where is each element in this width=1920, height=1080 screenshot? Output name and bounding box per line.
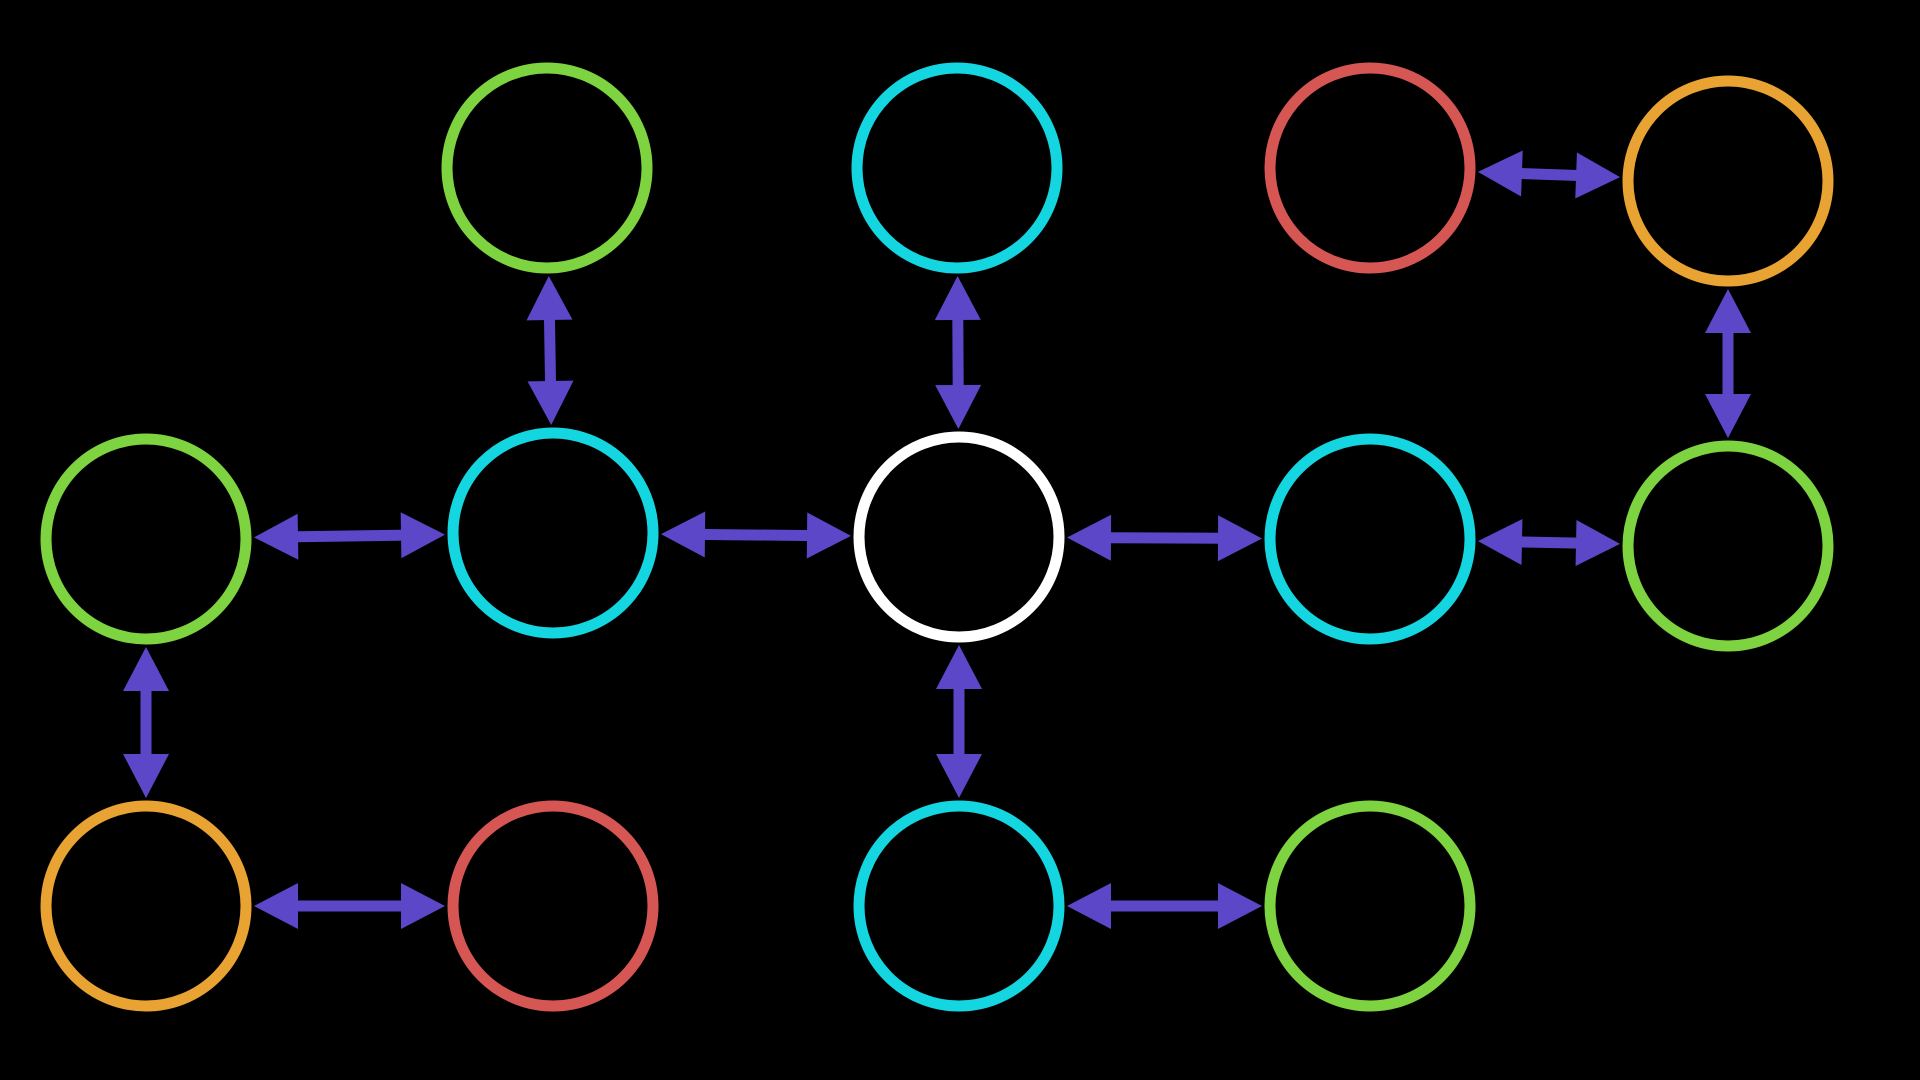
arrowhead — [527, 380, 574, 426]
arrow-shaft — [1102, 532, 1227, 544]
arrowhead — [1705, 289, 1751, 333]
arrow-shaft — [543, 311, 557, 390]
bidirectional-arrow — [123, 647, 169, 798]
red-circle-node — [1264, 62, 1476, 274]
arrow-shaft — [289, 529, 410, 543]
orange-circle-node — [40, 800, 252, 1012]
bidirectional-arrow — [526, 275, 574, 426]
arrowhead — [1218, 883, 1262, 929]
arrowhead — [1477, 518, 1523, 565]
arrowhead — [936, 645, 982, 689]
orange-circle-node — [1622, 75, 1834, 287]
arrowhead — [1066, 514, 1112, 561]
arrowhead — [123, 647, 169, 691]
red-circle-node — [447, 800, 659, 1012]
arrowhead — [400, 512, 446, 559]
bidirectional-arrow — [1066, 514, 1263, 562]
cyan-circle-node — [1264, 433, 1476, 645]
white-circle-node — [853, 431, 1065, 643]
cyan-circle-node — [853, 800, 1065, 1012]
bidirectional-arrow — [1477, 518, 1621, 567]
bidirectional-arrow — [660, 511, 852, 559]
arrow-shaft — [696, 528, 816, 542]
green-circle-node — [1622, 440, 1834, 652]
arrowhead — [1575, 520, 1621, 567]
bidirectional-arrow — [936, 645, 982, 798]
arrowhead — [936, 754, 982, 798]
arrow-shaft — [1512, 167, 1586, 182]
arrowhead — [1705, 394, 1751, 438]
bidirectional-arrow — [254, 883, 445, 929]
edges-layer — [123, 150, 1751, 929]
arrowhead — [254, 883, 298, 929]
cyan-circle-node — [447, 427, 659, 639]
bidirectional-arrow — [253, 512, 446, 560]
cyan-circle-node — [851, 62, 1063, 274]
green-circle-node — [1264, 800, 1476, 1012]
arrowhead — [935, 384, 982, 430]
arrow-shaft — [1513, 536, 1585, 549]
arrowhead — [401, 883, 445, 929]
arrowhead — [806, 512, 852, 559]
arrowhead — [934, 275, 981, 321]
bidirectional-arrow — [1477, 150, 1621, 199]
arrowhead — [660, 511, 706, 558]
arrowhead — [1575, 152, 1621, 199]
green-circle-node — [441, 62, 653, 274]
arrowhead — [253, 513, 299, 560]
arrowhead — [526, 275, 573, 321]
arrowhead — [1477, 150, 1523, 197]
arrowhead — [1217, 515, 1263, 562]
arrowhead — [1067, 883, 1111, 929]
bidirectional-arrow — [1705, 289, 1751, 438]
nodes-layer — [40, 62, 1834, 1012]
arrowhead — [123, 754, 169, 798]
green-circle-node — [40, 433, 252, 645]
bidirectional-arrow — [1067, 883, 1262, 929]
bidirectional-arrow — [934, 275, 982, 430]
